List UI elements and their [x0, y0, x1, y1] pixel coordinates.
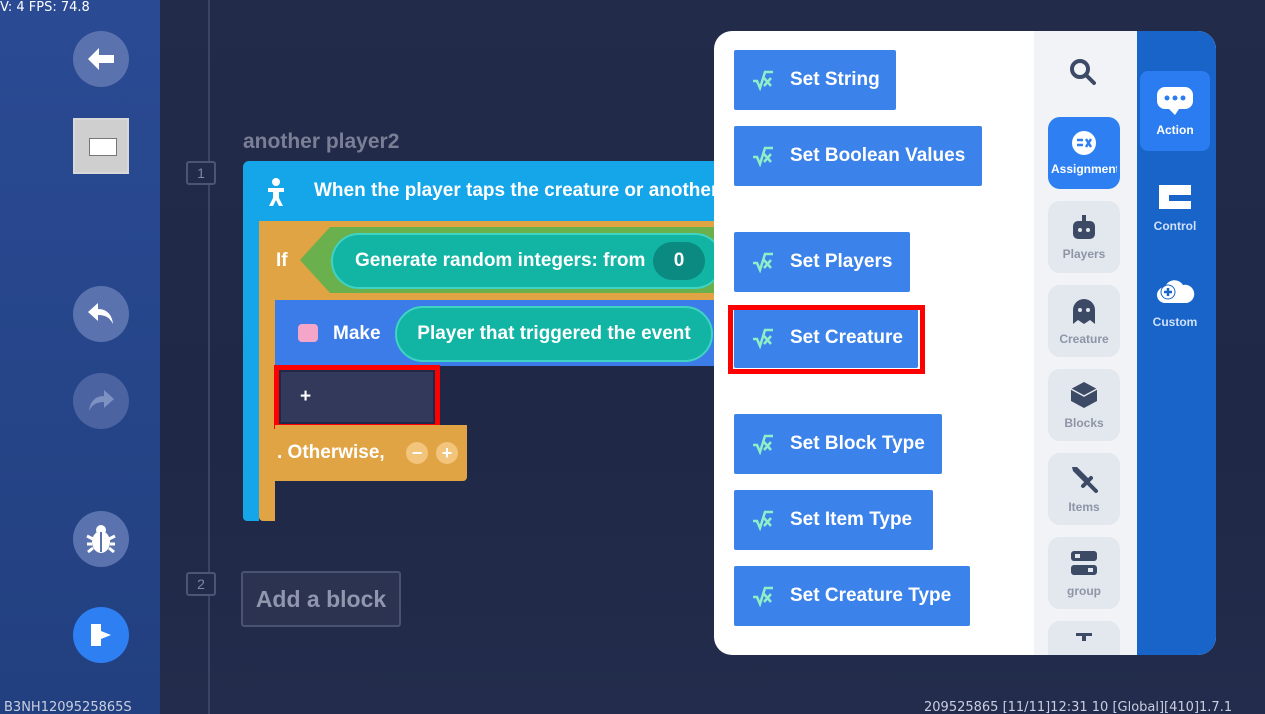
player-trigger-pill[interactable]: Player that triggered the event: [395, 306, 713, 362]
set-string-button[interactable]: Set String: [734, 50, 896, 110]
undo-icon: [88, 303, 113, 324]
category-items[interactable]: Items: [1048, 453, 1120, 525]
otherwise-label: . Otherwise,: [277, 442, 385, 463]
make-icon: [298, 324, 318, 342]
category-group[interactable]: group: [1048, 537, 1120, 609]
category-creature[interactable]: Creature: [1048, 285, 1120, 357]
undo-button[interactable]: [73, 286, 129, 342]
sqrt-x-icon: [753, 328, 773, 349]
run-button[interactable]: [73, 607, 129, 663]
ghost-icon: [1073, 299, 1095, 324]
robot-icon: [1073, 215, 1095, 239]
sqrt-x-icon: [753, 146, 773, 167]
redo-button[interactable]: [73, 373, 129, 429]
block-palette: Set String Set Boolean Values Set Player…: [714, 31, 1216, 655]
category-assignment[interactable]: Assignment: [1048, 117, 1120, 189]
control-icon: [1159, 185, 1191, 209]
set-players-button[interactable]: Set Players: [734, 232, 910, 292]
highlight-box: [274, 365, 440, 429]
event-block[interactable]: [243, 161, 723, 221]
row-number: 1: [186, 161, 216, 185]
row-number: 2: [186, 572, 216, 596]
status-right: 209525865 [11/11]12:31 10 [Global][410]1…: [924, 700, 1233, 714]
set-block-type-button[interactable]: Set Block Type: [734, 414, 942, 474]
debug-button[interactable]: [73, 511, 129, 567]
if-block-body: [259, 300, 275, 521]
status-left: B3NH1209525865S: [4, 700, 132, 714]
cube-icon: [1070, 382, 1098, 408]
tab-control[interactable]: Control: [1140, 167, 1210, 247]
set-boolean-button[interactable]: Set Boolean Values: [734, 126, 982, 186]
sqrt-x-icon: [753, 70, 773, 91]
map-thumbnail[interactable]: [73, 118, 129, 174]
remove-branch-button[interactable]: −: [406, 442, 428, 464]
toggle-group-icon: [1071, 551, 1097, 575]
empty-block-slot[interactable]: [281, 372, 433, 422]
back-button[interactable]: [73, 31, 129, 87]
category-players[interactable]: Players: [1048, 201, 1120, 273]
otherwise-block[interactable]: [275, 425, 467, 481]
bug-icon: [86, 525, 116, 554]
person-tap-icon: [268, 178, 284, 206]
category-more[interactable]: [1048, 621, 1120, 655]
tab-action[interactable]: Action: [1140, 71, 1210, 151]
slot-plus: +: [300, 386, 312, 407]
event-label: When the player taps the creature or ano…: [314, 180, 719, 201]
event-block-body: [243, 215, 259, 521]
sqrt-x-icon: [753, 586, 773, 607]
sqrt-x-icon: [753, 252, 773, 273]
search-button[interactable]: [1068, 57, 1098, 92]
search-icon: [1070, 59, 1096, 85]
run-icon: [91, 624, 111, 646]
random-from-value[interactable]: 0: [653, 242, 705, 280]
gutter-line: [208, 0, 210, 714]
fps-counter: V: 4 FPS: 74.8: [0, 0, 90, 15]
highlight-box: [728, 305, 925, 374]
make-label: Make: [333, 323, 381, 344]
script-title: another player2: [243, 130, 400, 153]
assignment-icon: [1072, 131, 1096, 155]
tab-custom[interactable]: Custom: [1140, 263, 1210, 343]
faded-header-fragment: [243, 100, 643, 120]
redo-icon: [89, 390, 114, 411]
if-label: If: [276, 250, 288, 271]
sqrt-x-icon: [753, 510, 773, 531]
chat-bubble-icon: [1157, 87, 1193, 115]
arrow-left-icon: [88, 48, 114, 70]
sqrt-x-icon: [753, 434, 773, 455]
set-creature-type-button[interactable]: Set Creature Type: [734, 566, 970, 626]
sword-icon: [1072, 467, 1098, 493]
add-block-button[interactable]: Add a block: [241, 571, 401, 627]
random-integer-label: Generate random integers: from: [355, 250, 646, 271]
cloud-plus-icon: [1157, 280, 1195, 303]
set-item-type-button[interactable]: Set Item Type: [734, 490, 933, 550]
category-blocks[interactable]: Blocks: [1048, 369, 1120, 441]
add-branch-button[interactable]: +: [436, 442, 458, 464]
set-creature-button[interactable]: Set Creature: [734, 308, 918, 368]
partial-icon: [1076, 633, 1092, 641]
left-toolbar: V: 4 FPS: 74.8: [0, 0, 160, 714]
